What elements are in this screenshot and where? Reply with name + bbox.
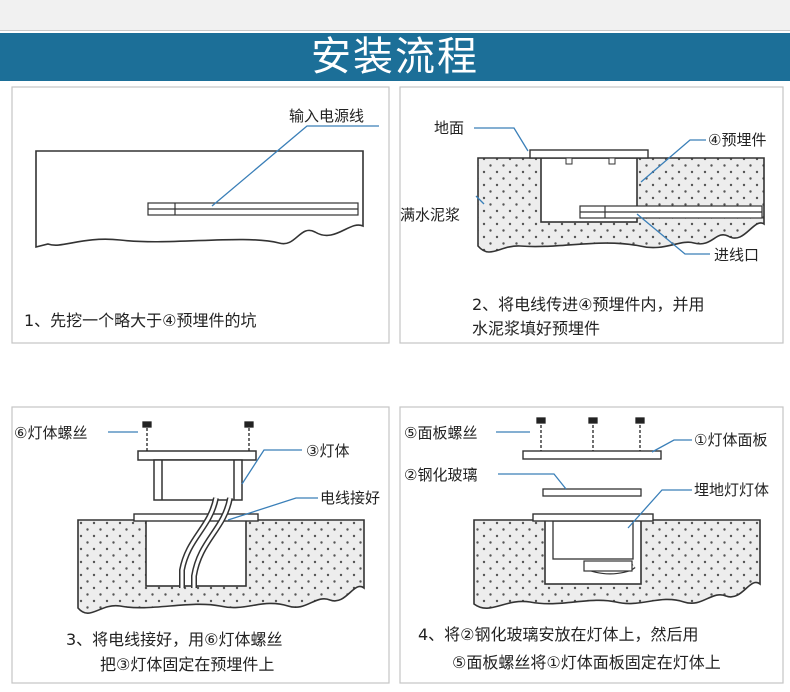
label-ground: 地面 [434,119,464,137]
step-1-caption: 1、先挖一个略大于④预埋件的坑 [24,311,257,330]
light-body [552,520,634,560]
body-leader [241,449,302,485]
soil-block [35,150,364,249]
light-body [137,450,257,501]
top-strip [0,0,790,31]
label-cable: 输入电源线 [289,107,364,125]
step-4-caption-line-2: ⑤面板螺丝将①灯体面板固定在灯体上 [452,653,721,672]
cement-leader [475,195,485,205]
label-glass: ②钢化玻璃 [404,466,477,484]
step-1-panel: 输入电源线 1、先挖一个略大于④预埋件的坑 [11,86,390,344]
cable [147,202,359,216]
ground-plate [529,149,649,159]
label-screw: ⑤面板螺丝 [404,424,477,442]
label-cement: 满水泥浆 [400,206,460,224]
step-4-panel: ⑤面板螺丝 ①灯体面板 ②钢化玻璃 埋地灯灯体 4、将②钢化玻璃安放在灯体上，然… [399,406,784,684]
label-screw: ⑥灯体螺丝 [14,424,87,442]
label-light: 埋地灯灯体 [694,481,769,499]
light-leader [627,489,692,529]
tempered-glass [542,488,642,497]
embedded-leader [640,139,706,183]
panel-screws [536,417,645,451]
step-3-caption-line-2: 把③灯体固定在预埋件上 [100,655,274,674]
ground-plate [133,513,259,522]
label-body: ③灯体 [306,442,349,460]
step-2-caption-line-1: 2、将电线传进④预埋件内，并用 [472,295,705,314]
inlet-leader [636,213,710,255]
step-3-panel: ⑥灯体螺丝 ③灯体 电线接好 3、将电线接好，用⑥灯体螺丝 把③灯体固定在预埋件… [11,406,390,684]
step-3-caption-line-1: 3、将电线接好，用⑥灯体螺丝 [66,630,283,649]
label-panel: ①灯体面板 [694,431,767,449]
wire-leader [227,497,318,521]
step-2-caption-line-2: 水泥浆填好预埋件 [472,319,600,338]
panel-leader [651,439,692,453]
connected-wire [179,497,233,588]
ground-leader [474,127,529,152]
ground-plate [532,513,654,522]
step-2-panel: 地面 ④预埋件 满水泥浆 进线口 2、将电线传进④预埋件内，并用 水泥浆填好预埋… [399,86,784,344]
label-inlet: 进线口 [714,246,759,264]
coiled-wire [583,560,636,575]
cable-leader [211,125,379,207]
label-embedded: ④预埋件 [708,131,766,149]
cable [579,205,763,219]
label-wire: 电线接好 [320,489,380,507]
light-screws [142,421,254,452]
title-banner [0,33,790,81]
glass-leader [498,473,567,490]
page-title: 安装流程 [311,34,479,80]
step-4-caption-line-1: 4、将②钢化玻璃安放在灯体上，然后用 [418,625,699,644]
light-panel [522,450,662,460]
